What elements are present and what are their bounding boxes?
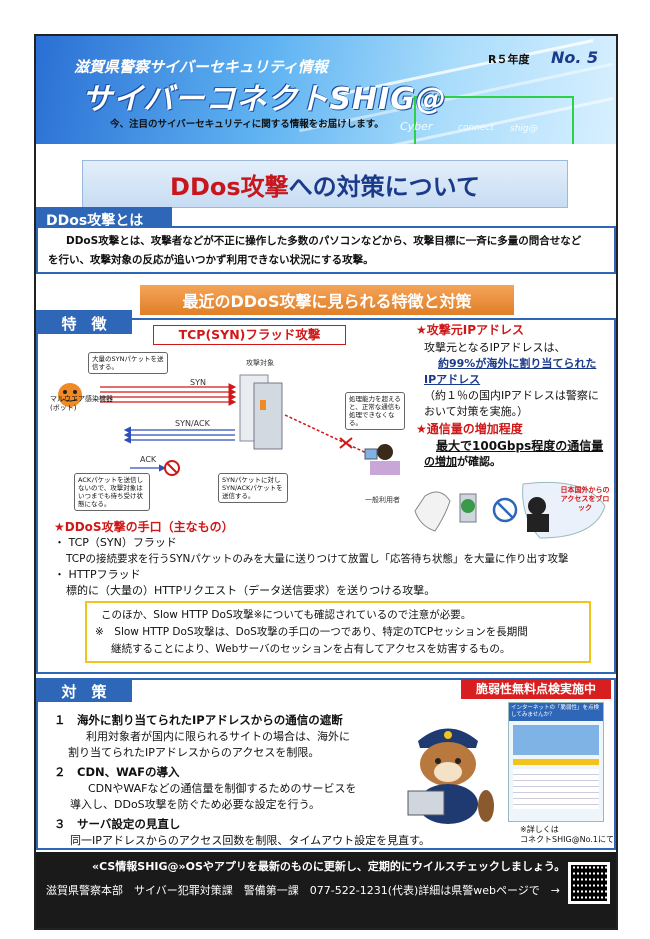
measure2-title: ２ CDN、WAFの導入 [54,765,180,779]
method2-desc: 標的に（大量の）HTTPリクエスト（データ送信要求）を送りつける攻撃。 [66,584,436,597]
title-suffix: への対策について [288,172,480,201]
features-frame [36,318,616,674]
source-heading: ★攻撃元IPアドレス [416,323,525,337]
mascot-officer-icon [407,728,494,824]
method1-desc: TCPの接続要求を行うSYNパケットのみを大量に送りつけて放置し「応答待ち状態」… [66,553,569,565]
traffic-heading: ★通信量の増加程度 [416,422,523,436]
callout-synack: SYNパケットに対しSYN/ACKパケットを送信する。 [218,473,288,503]
details-l2: コネクトSHIG@No.1にて [520,835,615,844]
footer-line2: 滋賀県警察本部 サイバー犯罪対策課 警備第一課 077-522-1231(代表)… [46,884,561,897]
source-highlight2: IPアドレス [424,373,481,386]
method1-title: ・ TCP（SYN）フラッド [54,536,177,549]
note-line3: 継続することにより、Webサーバのセッションを占有してアクセスを妨害するもの。 [111,643,511,655]
header-subtitle: 滋賀県警察サイバーセキュリティ情報 [74,58,328,76]
traffic-line1: 最大で100Gbps程度の通信量 [436,439,604,453]
measure2-line2: 導入し、DDoS攻撃を防ぐため必要な設定を行う。 [70,798,320,811]
geo-block-graphic [414,481,606,539]
deco-cyber: Cyber [400,120,433,133]
synack-label: SYN/ACK [175,419,211,428]
definition-line1: DDoS攻撃とは、攻撃者などが不正に操作した多数のパソコンなどから、攻撃目標に一… [66,235,582,247]
syn-flood-diagram: SYN SYN/ACK ACK 攻撃対象 一般利用者 [58,358,400,504]
map-label: 日本国外からのアクセスをブロック [560,486,610,512]
syn-arrows [100,383,237,406]
details-note: ※詳しくは コネクトSHIG@No.1にて [520,825,614,845]
callout-ack: ACKパケットを送信しないので、攻撃対象はいつまでも待ち受け状態になる。 [74,473,150,511]
traffic-line2a: の増加 [424,455,457,468]
note-line1: このほか、Slow HTTP DoS攻撃※についても確認されているので注意が必要… [101,609,472,621]
measure1-line2: 割り当てられたIPアドレスからのアクセスを制限。 [68,746,320,759]
vulnerability-badge: 脆弱性無料点検実施中 [461,679,611,699]
title-prefix: DDos攻撃 [170,172,289,201]
diagram-title: TCP(SYN)フラッド攻撃 [153,325,346,345]
measures-frame [36,678,616,850]
page-frame [34,34,618,930]
qr-code[interactable] [568,862,610,904]
syn-label: SYN [190,378,206,387]
slow-http-note: このほか、Slow HTTP DoS攻撃※についても確認されているので注意が必要… [85,601,591,663]
traffic-line2: の増加が確認。 [424,454,501,470]
source-line1: 攻撃元となるIPアドレスは、 [424,341,566,354]
measure2-line1: CDNやWAFなどの通信量を制御するためのサービスを [88,782,357,795]
methods-heading: ★DDoS攻撃の手口（主なもの） [54,520,234,534]
footer: «CS情報SHIG@»OSやアプリを最新のものに更新し、定期的にウイルスチェック… [36,852,616,928]
measure1-title: １ 海外に割り当てられたIPアドレスからの通信の遮断 [54,713,343,727]
callout-capacity: 処理能力を超えると、正常な通信も処理できなくなる。 [345,392,405,430]
malware-pumpkin-icon [58,383,82,407]
footer-line1: «CS情報SHIG@»OSやアプリを最新のものに更新し、定期的にウイルスチェック… [92,860,566,873]
details-l1: ※詳しくは [520,825,559,834]
server-icon [239,374,283,450]
measure3-title: ３ サーバ設定の見直し [54,817,181,831]
deco-connect: connect [458,123,494,133]
malware-label: マルウエア感染機器(ボット) [50,395,113,412]
source-highlight1: 約99%が海外に割り当てられた [438,357,597,370]
definition-line2: を行い、攻撃対象の反応が追いつかず利用できない状況にする攻撃。 [48,254,374,266]
traffic-line2b: が確認。 [457,455,501,468]
deco-shig: shig@ [510,124,538,134]
features-tab: 特 徴 [36,310,132,334]
note-line2: ※ Slow HTTP DoS攻撃は、DoS攻撃の手口の一つであり、特定のTCP… [95,626,528,638]
page-title: DDos攻撃への対策について [82,160,568,208]
synack-arrows [123,426,235,444]
measures-tab: 対 策 [36,678,132,702]
header-title: サイバーコネクトSHIG@ [82,82,447,117]
measure3-line1: 同一IPアドレスからのアクセス回数を制限、タイムアウト設定を見直す。 [70,834,431,847]
method2-title: ・ HTTPフラッド [54,568,141,581]
blocked-user-link [284,414,376,458]
issue-number: No. 5 [551,48,599,67]
header-banner [36,36,616,144]
server-label: 攻撃対象 [246,358,274,367]
measure1-line1: 利用対象者が国内に限られるサイトの場合は、海外に [86,730,350,743]
source-line3: （約１％の国内IPアドレスは警察に [424,389,599,402]
user-label: 一般利用者 [365,495,400,504]
flyer-title: インターネットの「脆弱性」を点検してみませんか？ [509,703,603,721]
callout-send: 大量のSYNパケットを送信する。 [88,352,168,374]
user-icon [364,444,400,475]
recent-heading: 最近のDDoS攻撃に見られる特徴と対策 [140,285,514,315]
ack-label: ACK [140,455,157,464]
fiscal-year: R５年度 [488,53,530,66]
inspection-flyer: インターネットの「脆弱性」を点検してみませんか？ [508,702,604,822]
source-line4: おいて対策を実施。） [424,405,529,418]
header-tagline: 今、注目のサイバーセキュリティに関する情報をお届けします。 [110,119,384,130]
definition-box: DDoS攻撃とは、攻撃者などが不正に操作した多数のパソコンなどから、攻撃目標に一… [36,226,616,274]
